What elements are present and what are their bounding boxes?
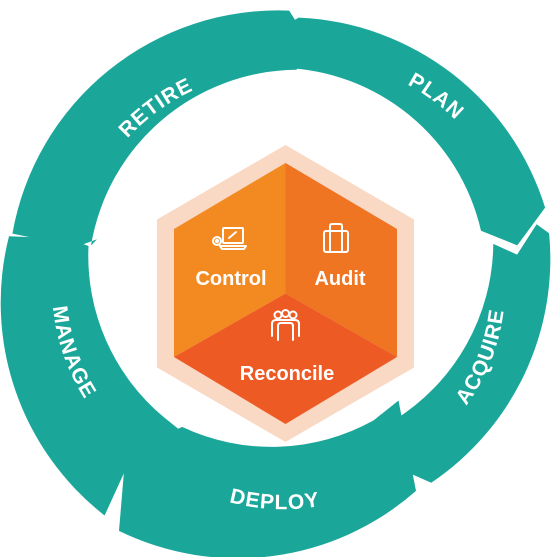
- hexagon-segment-audit: [285, 163, 397, 357]
- segment-retire: [12, 10, 312, 247]
- segment-manage: [0, 236, 186, 516]
- hexagon-segment-control: [174, 163, 286, 357]
- cycle-ring: [0, 10, 551, 557]
- hexagon-segment-reconcile: [174, 293, 397, 424]
- core-hexagon: [157, 145, 414, 442]
- laptop-gear-icon: [212, 227, 247, 250]
- core-label-reconcile: Reconcile: [240, 363, 334, 385]
- core-label-audit: Audit: [314, 268, 365, 290]
- segment-deploy: [119, 400, 416, 557]
- segment-plan: [280, 17, 546, 246]
- briefcase-icon: [323, 223, 349, 253]
- segment-acquire: [390, 224, 551, 483]
- people-group-icon: [271, 309, 300, 341]
- core-label-control: Control: [195, 268, 266, 290]
